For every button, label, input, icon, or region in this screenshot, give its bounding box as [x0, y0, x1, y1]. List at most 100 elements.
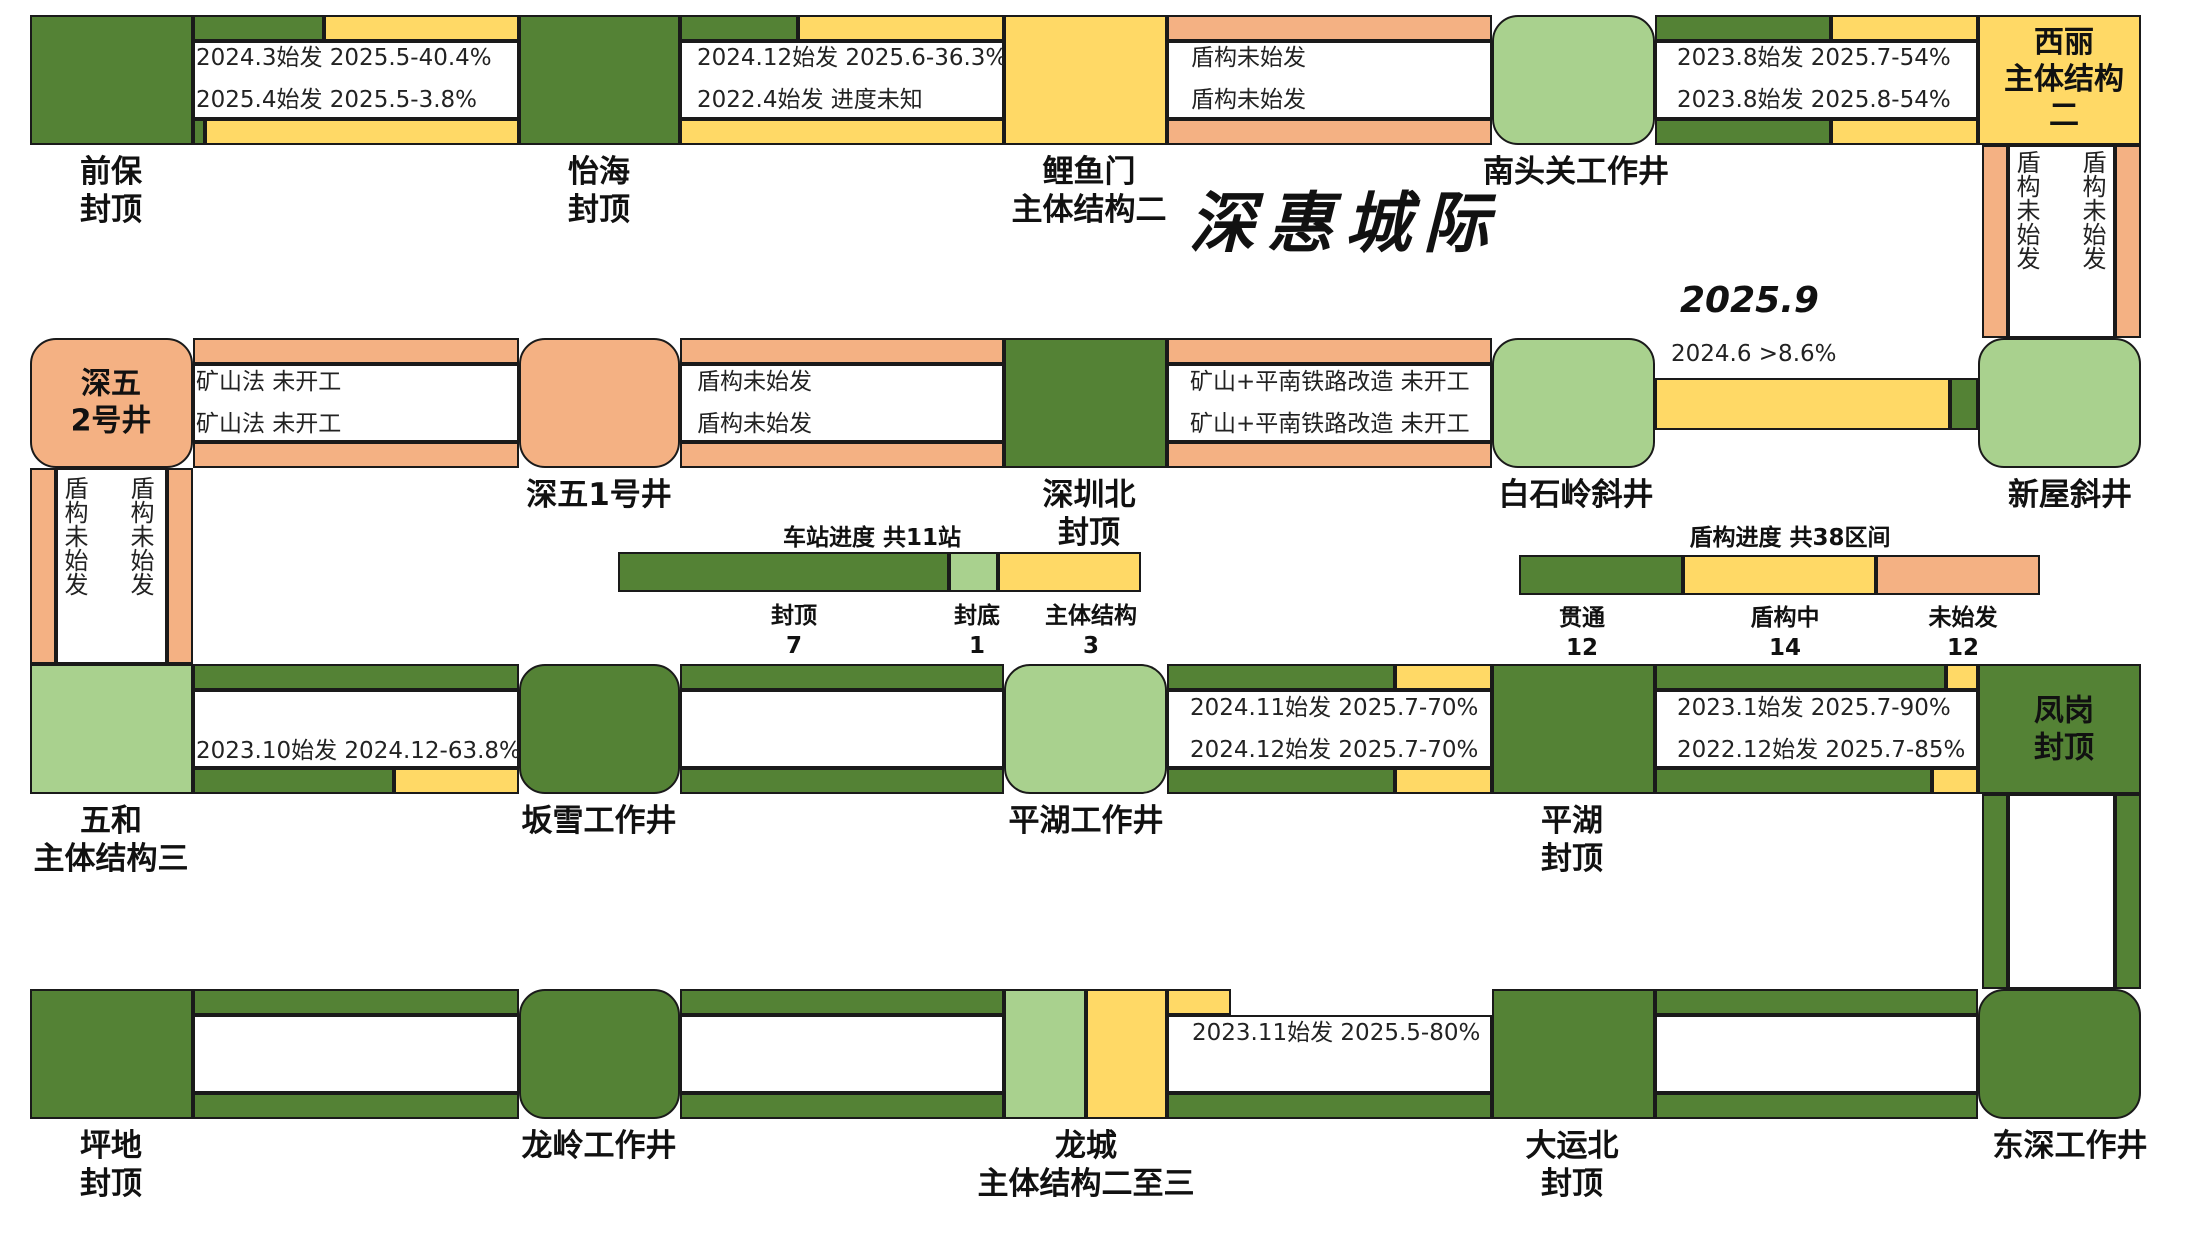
station-summary-capped	[618, 552, 949, 592]
shield-summary-title: 盾构进度 共38区间	[1689, 525, 1891, 551]
s9-text-b: 矿山法 未开工	[196, 411, 342, 437]
station-dayunbei-label: 大运北 封顶	[1525, 1128, 1619, 1202]
s20-body	[680, 1015, 1004, 1093]
station-nantouguan-label: 南头关工作井	[1483, 154, 1669, 190]
s7-text-a: 矿山+平南铁路改造 未开工	[1190, 369, 1470, 395]
station-yihai-box	[519, 15, 680, 145]
s1-text-a: 2024.3始发 2025.5-40.4%	[196, 45, 492, 71]
station-longcheng-label: 龙城 主体结构二至三	[977, 1128, 1195, 1202]
s8-text-b: 盾构未始发	[697, 411, 812, 437]
s11-bot-done	[193, 768, 394, 794]
s5-body	[2008, 145, 2115, 338]
station-longling-box	[519, 989, 680, 1119]
s8-top-pending	[680, 338, 1004, 364]
s3-body	[1167, 41, 1492, 119]
s18-body	[1167, 1015, 1492, 1093]
s21-top-done	[193, 989, 519, 1015]
station-longling-label: 龙岭工作井	[521, 1128, 677, 1164]
s1-top-progress	[324, 15, 519, 41]
s3-text-b: 盾构未始发	[1191, 87, 1306, 113]
s6-progress	[1655, 378, 1950, 430]
s6-done	[1950, 378, 1978, 430]
s13-bot-progress	[1395, 768, 1492, 794]
s1-text-b: 2025.4始发 2025.5-3.8%	[196, 87, 477, 113]
s10-text-a: 盾构未始发	[60, 476, 88, 596]
s13-text-a: 2024.11始发 2025.7-70%	[1190, 695, 1479, 721]
s3-bot-pending	[1167, 119, 1492, 145]
s8-bot-pending	[680, 442, 1004, 468]
s15-right-done	[2115, 794, 2141, 989]
s2-top-progress	[798, 15, 1004, 41]
station-wuhe-label: 五和 主体结构三	[33, 803, 189, 877]
s14-text-b: 2022.12始发 2025.7-85%	[1677, 737, 1966, 763]
station-summary-bottom	[949, 552, 998, 592]
s8-text-a: 盾构未始发	[697, 369, 812, 395]
s1-bot-done	[193, 119, 205, 145]
s2-top-done	[680, 15, 798, 41]
s12-top-done	[680, 664, 1004, 690]
s1-body	[193, 41, 519, 119]
station-fenggang-label: 凤岗 封顶	[2034, 693, 2094, 765]
s2-text-a: 2024.12始发 2025.6-36.3%	[697, 45, 1008, 71]
s4-bot-progress	[1831, 119, 1978, 145]
s13-text-b: 2024.12始发 2025.7-70%	[1190, 737, 1479, 763]
station-longcheng-box-a	[1004, 989, 1086, 1119]
s1-top-done	[193, 15, 324, 41]
station-summary-main	[998, 552, 1141, 592]
s12-bot-done	[680, 768, 1004, 794]
s1-bot-progress	[205, 119, 519, 145]
s6-text-a: 2024.6 >8.6%	[1671, 341, 1837, 367]
shield-summary-boring	[1683, 555, 1876, 595]
station-longcheng-box-b	[1086, 989, 1167, 1119]
s21-body	[193, 1015, 519, 1093]
s9-bot-pending	[193, 442, 519, 468]
station-pinghu-ws-label: 平湖工作井	[1008, 803, 1164, 839]
station-shenwu1-label: 深五1号井	[526, 477, 672, 513]
s11-text-a: 2023.10始发 2024.12-63.8%	[196, 738, 521, 764]
s3-top-pending	[1167, 15, 1492, 41]
station-pinghu-label: 平湖 封顶	[1541, 803, 1603, 877]
s5-text-a: 盾构未始发	[2012, 150, 2040, 270]
s14-bot-progress	[1932, 768, 1978, 794]
s10-right-pending	[167, 468, 193, 664]
s5-left-pending	[1982, 145, 2008, 338]
s12-body	[680, 690, 1004, 768]
s2-text-b: 2022.4始发 进度未知	[697, 87, 923, 113]
s7-top-pending	[1167, 338, 1492, 364]
station-xili-label: 西丽 主体结构 二	[2004, 25, 2124, 134]
diagram-title: 深惠城际	[1189, 184, 1501, 262]
station-banxue-box	[519, 664, 680, 794]
s21-bot-done	[193, 1093, 519, 1119]
s14-top-done	[1655, 664, 1946, 690]
diagram-date: 2025.9	[1680, 280, 1819, 321]
station-xili-box	[1978, 15, 2141, 145]
s7-text-b: 矿山+平南铁路改造 未开工	[1190, 411, 1470, 437]
s16-top-done	[1655, 989, 1978, 1015]
s4-body	[1655, 41, 1978, 119]
station-wuhe-box	[30, 664, 193, 794]
s4-text-a: 2023.8始发 2025.7-54%	[1677, 45, 1951, 71]
station-yihai-label: 怡海 封顶	[568, 154, 630, 228]
s15-body	[2008, 794, 2115, 989]
station-shenwu2-box	[30, 338, 193, 468]
s10-text-b: 盾构未始发	[126, 476, 154, 596]
s18-top-progress	[1167, 989, 1231, 1015]
station-dayunbei-box	[1492, 989, 1655, 1119]
s4-top-done	[1655, 15, 1831, 41]
station-fenggang-box	[1978, 664, 2141, 794]
s16-body	[1655, 1015, 1978, 1093]
s4-text-b: 2023.8始发 2025.8-54%	[1677, 87, 1951, 113]
station-baishiling-label: 白石岭斜井	[1498, 477, 1654, 513]
shield-summary-pending	[1876, 555, 2040, 595]
s9-text-a: 矿山法 未开工	[196, 369, 342, 395]
shield-summary-through	[1519, 555, 1683, 595]
s9-body	[193, 364, 519, 442]
s7-body	[1167, 364, 1492, 442]
s10-body	[56, 468, 167, 664]
s5-right-pending	[2115, 145, 2141, 338]
